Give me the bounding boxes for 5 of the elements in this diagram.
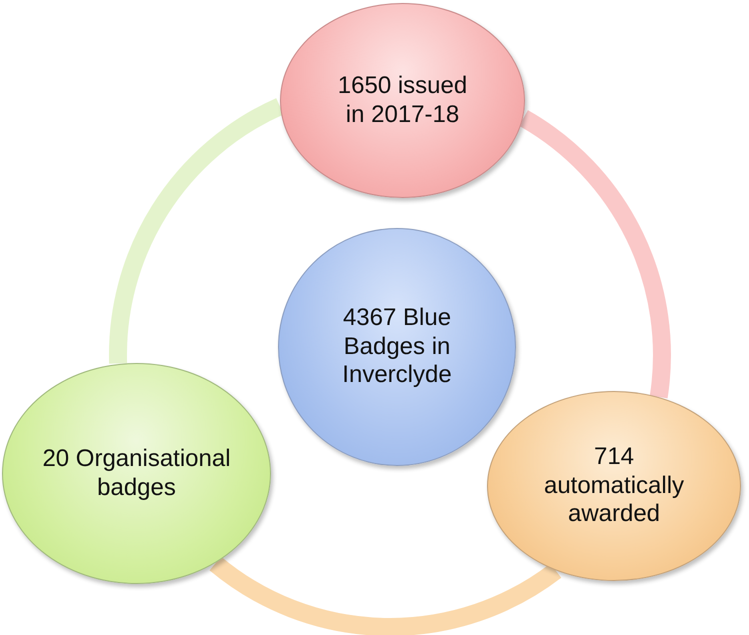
node-label: 20 Organisational badges [41,444,232,502]
node-label: 1650 issued in 2017-18 [336,72,468,130]
ring-arc-connector [210,556,561,635]
node-label: 4367 Blue Badges in Inverclyde [341,304,453,390]
node-label: 714 automatically awarded [542,442,686,530]
